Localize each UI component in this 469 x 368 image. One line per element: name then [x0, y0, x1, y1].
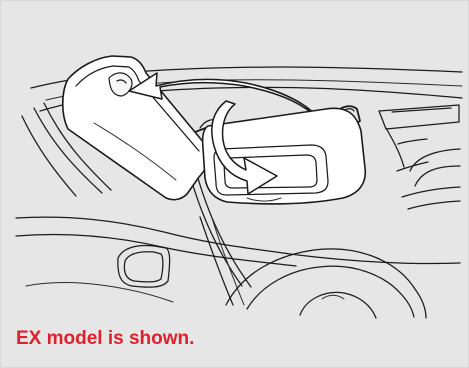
sun-visor-illustration	[0, 0, 469, 330]
steering-wheel-icon	[226, 249, 426, 318]
model-caption: EX model is shown.	[16, 327, 194, 351]
right-roof-details	[379, 105, 460, 209]
sun-visor-icon	[63, 56, 210, 200]
